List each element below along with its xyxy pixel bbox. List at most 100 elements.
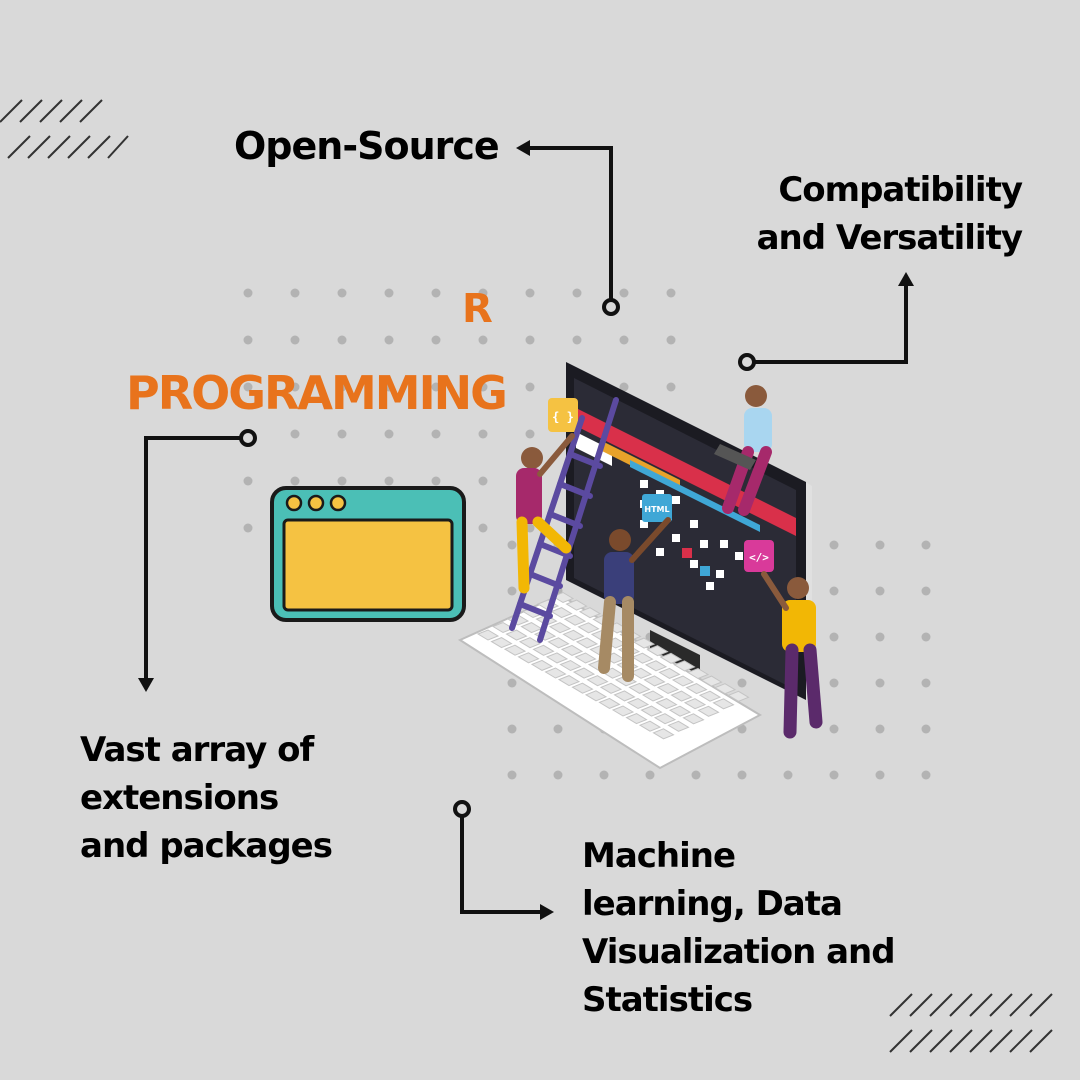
decor-dot xyxy=(478,429,488,439)
decor-dot xyxy=(431,429,441,439)
decor-dot xyxy=(619,335,629,345)
decor-dot xyxy=(829,540,839,550)
keyboard-key xyxy=(571,682,594,694)
keyboard-key xyxy=(532,644,555,656)
decor-dot xyxy=(619,288,629,298)
keyboard-key xyxy=(613,690,636,702)
feature-ml-line-4: Statistics xyxy=(582,980,753,1020)
keyboard-key xyxy=(638,720,662,732)
decor-dot xyxy=(691,770,701,780)
keyboard-key xyxy=(658,667,681,679)
keyboard-key xyxy=(700,675,723,687)
decor-dot xyxy=(507,540,517,550)
decor-dot xyxy=(431,476,441,486)
html-badge xyxy=(642,494,672,522)
feature-ml-line-3: Visualization and xyxy=(582,932,896,972)
decor-dot xyxy=(553,770,563,780)
keyboard-key xyxy=(598,697,621,709)
decor-dot xyxy=(875,632,885,642)
decor-dot xyxy=(875,678,885,688)
decor-dot xyxy=(829,678,839,688)
decor-dot xyxy=(666,382,676,392)
decor-dot xyxy=(921,586,931,596)
keyboard-key xyxy=(575,637,599,649)
decor-dot xyxy=(290,429,300,439)
decor-dot xyxy=(572,288,582,298)
decor-dot xyxy=(507,586,517,596)
keyboard-key xyxy=(641,690,665,702)
keyboard-key xyxy=(578,607,602,619)
person-on-ladder xyxy=(516,433,575,594)
keyboard-key xyxy=(557,675,581,687)
decor-dot xyxy=(431,335,441,345)
feature-extensions: Vast array of extensions and packages xyxy=(80,726,333,870)
keyboard-key xyxy=(551,591,575,604)
decor-dot xyxy=(599,770,609,780)
keyboard-key xyxy=(545,652,569,664)
keyboard-key xyxy=(652,728,675,740)
decor-dot xyxy=(243,476,253,486)
decor-dot xyxy=(875,724,885,734)
feature-compatibility: Compatibility and Versatility xyxy=(742,166,1023,262)
feature-compat-line-2: and Versatility xyxy=(756,218,1023,258)
decor-dot xyxy=(384,335,394,345)
keyboard-key xyxy=(548,622,572,634)
connector-ml xyxy=(453,800,554,920)
decor-dot xyxy=(337,382,347,392)
decor-dot xyxy=(737,678,747,688)
keyboard-key xyxy=(659,652,683,664)
title-programming: PROGRAMMING xyxy=(126,366,508,420)
decor-dot xyxy=(243,335,253,345)
browser-window-icon xyxy=(270,486,466,622)
keyboard-key xyxy=(653,713,677,725)
title-letter-r: R xyxy=(462,286,493,332)
decor-dot xyxy=(290,382,300,392)
keyboard-key xyxy=(563,614,587,626)
keyboard-key xyxy=(713,683,737,695)
feature-open-source: Open-Source xyxy=(234,124,500,168)
decor-dot xyxy=(431,288,441,298)
hatch-marks-bottom-right xyxy=(889,993,1053,1053)
keyboard-key xyxy=(683,698,707,710)
decor-dot xyxy=(737,770,747,780)
decor-dot xyxy=(666,288,676,298)
keyboard-key xyxy=(670,690,693,702)
keyboard-key xyxy=(646,645,669,657)
keyboard-key xyxy=(517,652,540,664)
decor-dot xyxy=(666,335,676,345)
decor-dot xyxy=(829,770,839,780)
keyboard-key xyxy=(643,675,666,687)
decor-dot xyxy=(619,382,629,392)
feature-ml-line-1: Machine xyxy=(582,836,736,876)
decor-dot xyxy=(921,540,931,550)
keyboard-key xyxy=(640,705,663,717)
decor-dot xyxy=(553,724,563,734)
decor-dot xyxy=(337,429,347,439)
decor-dot xyxy=(243,382,253,392)
decor-dot xyxy=(337,288,347,298)
decor-dot xyxy=(478,476,488,486)
keyboard-key xyxy=(572,667,596,679)
decor-dot xyxy=(875,540,885,550)
keyboard-key xyxy=(562,629,585,641)
feature-ml-line-2: learning, Data xyxy=(582,884,843,924)
keyboard-key xyxy=(577,622,600,634)
code-badge-glyph: { } xyxy=(552,410,574,424)
keyboard-key xyxy=(629,667,653,679)
keyboard-key xyxy=(599,682,623,694)
decor-dot xyxy=(829,632,839,642)
keyboard-key xyxy=(505,629,528,641)
decor-dot xyxy=(478,288,488,298)
keyboard-key xyxy=(656,682,680,695)
decor-dot xyxy=(829,586,839,596)
connector-compatibility xyxy=(738,272,914,371)
decor-dot xyxy=(525,288,535,298)
keyboard-key xyxy=(490,637,513,649)
decor-dot xyxy=(507,678,517,688)
hatch-marks-top-left xyxy=(0,99,129,159)
keyboard-key xyxy=(644,660,668,672)
keyboard-key xyxy=(503,644,527,656)
decor-dot xyxy=(290,476,300,486)
feature-compat-line-1: Compatibility xyxy=(778,170,1023,210)
